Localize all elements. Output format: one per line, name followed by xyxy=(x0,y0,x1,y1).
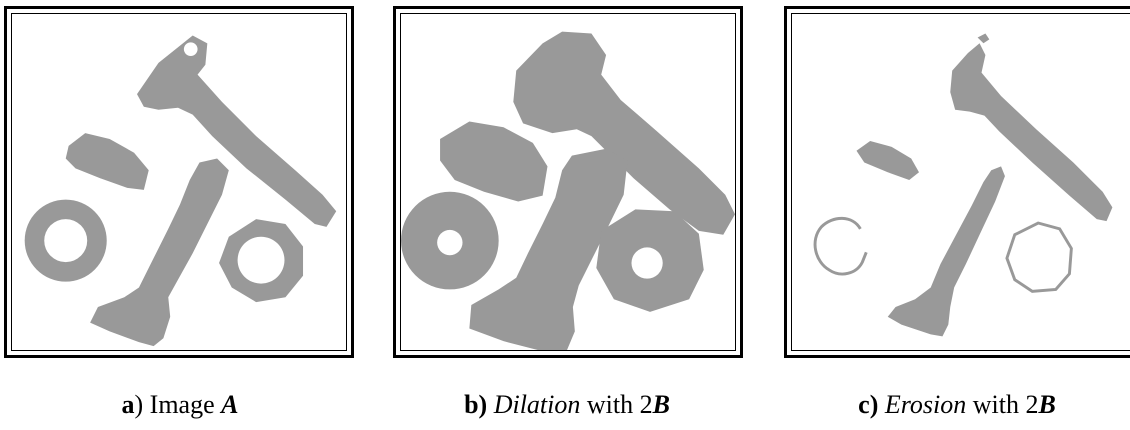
lower-bolt-eroded xyxy=(887,166,1005,337)
big-bolt-eroded xyxy=(950,43,1113,222)
lower-bolt-dilated xyxy=(469,148,628,350)
caption-b-op: Dilation xyxy=(493,390,581,419)
caption-erosion: c) Erosion with 2B xyxy=(787,390,1127,420)
caption-image-a: a) Image A xyxy=(10,390,350,420)
caption-c-letter: c) xyxy=(858,390,879,419)
caption-c-op: Erosion xyxy=(884,390,967,419)
caption-a-letter: a xyxy=(121,390,135,419)
panel-image-a xyxy=(4,6,354,358)
big-bolt-hole xyxy=(183,42,198,57)
left-washer-dilated-hole xyxy=(437,229,463,256)
panel-dilation xyxy=(393,6,743,358)
lower-bolt xyxy=(90,158,229,347)
right-nut-eroded xyxy=(1005,221,1073,293)
oval-pill-dilated xyxy=(440,121,548,202)
caption-a-symbol: A xyxy=(221,390,239,419)
erosion-frame xyxy=(791,13,1130,351)
oval-pill xyxy=(65,133,149,190)
big-bolt xyxy=(137,35,337,227)
big-bolt-eroded-tip xyxy=(977,33,990,44)
right-nut-hole xyxy=(237,236,285,284)
caption-a-paren: ) xyxy=(134,390,144,419)
caption-a-word: Image xyxy=(143,390,222,419)
caption-b-symbol: B xyxy=(652,390,670,419)
panel-erosion xyxy=(784,6,1130,358)
right-nut-dilated-hole xyxy=(631,247,663,279)
oval-pill-eroded xyxy=(856,140,919,181)
left-washer-eroded xyxy=(813,216,868,276)
dilation-frame xyxy=(400,13,736,351)
big-bolt-dilated xyxy=(513,31,735,235)
erosion-graphic xyxy=(813,33,1113,337)
caption-c-with: with 2 xyxy=(966,390,1039,419)
dilation-graphic xyxy=(401,31,735,350)
caption-dilation: b) Dilation with 2B xyxy=(397,390,737,420)
left-washer-hole xyxy=(44,219,88,263)
image-a-frame xyxy=(11,13,347,351)
caption-c-symbol: B xyxy=(1038,390,1056,419)
caption-b-with: with 2 xyxy=(580,390,653,419)
caption-b-letter: b) xyxy=(464,390,488,419)
image-a-graphic xyxy=(24,35,337,347)
